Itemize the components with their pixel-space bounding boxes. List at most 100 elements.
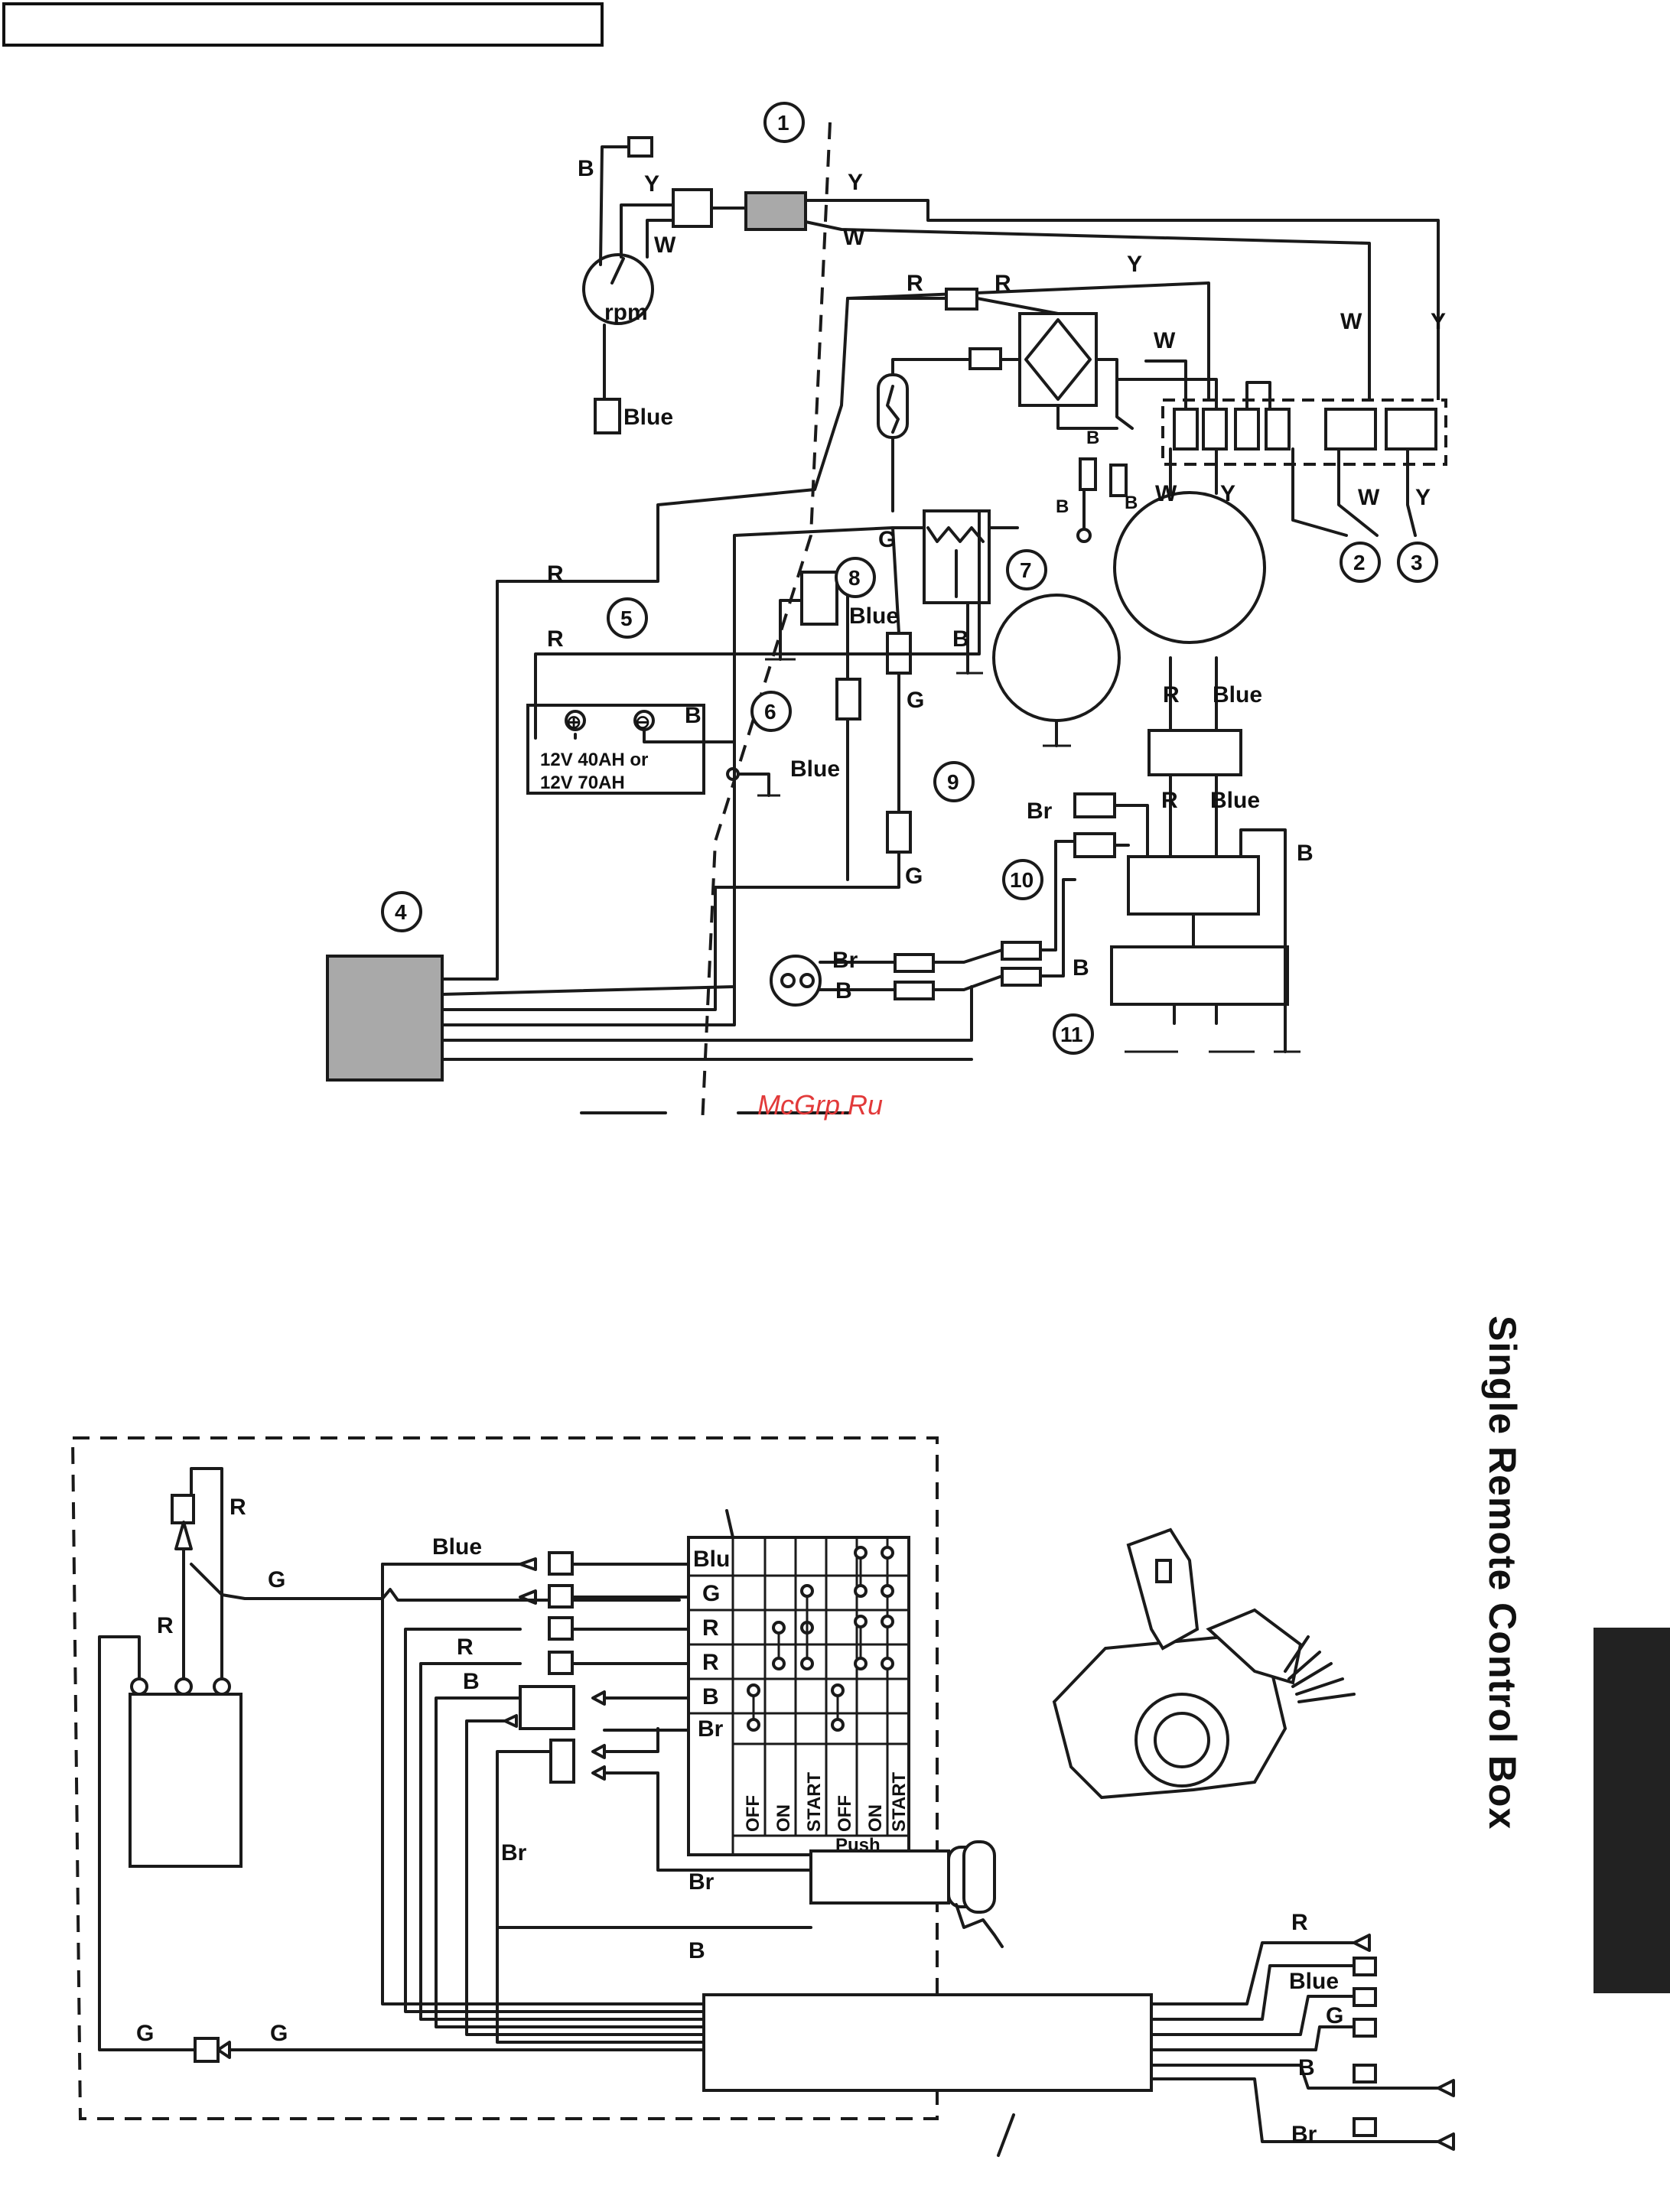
svg-text:G: G [905,864,923,889]
svg-text:B: B [689,1938,705,1963]
callout-8: 8 [848,566,861,590]
svg-text:Y: Y [1431,309,1446,334]
svg-text:B: B [578,156,594,181]
pos-off-2: OFF [835,1795,855,1832]
table-row-br: Br [698,1716,724,1742]
connector-g2 [887,812,910,852]
rpm-label: rpm [604,300,648,325]
svg-text:B: B [1297,841,1314,866]
connector-r-blue [1149,730,1241,775]
svg-text:Br: Br [832,948,858,973]
ground-terminal [629,138,652,156]
svg-text:R: R [1163,682,1180,708]
battery-spec-line1: 12V 40AH or [540,750,648,770]
svg-text:W: W [843,225,865,250]
switch-table: Blu G R R B Br OFF ON START OFF ON START… [689,1511,910,1856]
callout-2: 2 [1353,551,1366,574]
svg-text:B: B [463,1669,480,1694]
svg-text:Blue: Blue [790,756,840,782]
connector-r [946,289,977,309]
svg-text:B: B [1086,428,1099,448]
svg-text:R: R [547,561,564,587]
svg-text:W: W [1155,481,1177,506]
pos-start-1: START [804,1771,825,1832]
svg-text:R: R [157,1613,174,1638]
svg-text:Br: Br [1291,2122,1317,2147]
wire-harness [704,1995,1151,2090]
pos-off-1: OFF [743,1795,763,1832]
svg-text:Blue: Blue [849,603,899,629]
svg-text:R: R [457,1635,474,1660]
svg-text:Y: Y [848,170,863,195]
callout-7: 7 [1020,558,1032,582]
g-connector [195,2038,218,2061]
svg-text:G: G [1326,2003,1343,2028]
svg-text:B: B [1125,493,1138,513]
svg-text:G: G [270,2021,288,2046]
svg-text:W: W [654,233,676,258]
callout-1: 1 [777,111,789,135]
top-wire-labels: B Y W Blue Y W R R Y W W Y B B B W Y W Y… [547,156,1446,1004]
component-8 [802,572,837,624]
bottom-wiring-diagram: Blu G R R B Br OFF ON START OFF ON START… [73,1438,1454,2155]
svg-text:Blue: Blue [623,405,673,430]
svg-text:Y: Y [1127,252,1142,277]
harness-arrow [998,2115,1014,2155]
switch-connectors [505,1553,604,1782]
svg-text:W: W [1358,485,1380,510]
svg-text:G: G [136,2021,154,2046]
svg-text:R: R [230,1495,246,1520]
blue-terminal [595,399,620,433]
svg-text:W: W [1340,309,1362,334]
battery-plus: ⊕ [566,712,581,733]
svg-text:Blue: Blue [1213,682,1262,708]
charge-coil [1115,493,1265,642]
pos-on-1: ON [773,1804,794,1832]
power-unit-b [1112,947,1287,1004]
svg-text:Blue: Blue [432,1534,482,1560]
connector-y-w [673,190,711,226]
neutral-switch [811,1851,949,1903]
callout-10: 10 [1010,868,1034,892]
rectifier-bridge [1020,314,1096,405]
callout-9: 9 [947,770,959,794]
svg-text:B: B [1073,955,1089,981]
fuse-holder [878,375,907,438]
svg-text:Br: Br [1027,799,1053,824]
watermark: McGrp.Ru [757,1089,883,1121]
svg-text:Blue: Blue [1210,788,1260,813]
svg-text:Y: Y [1415,485,1431,510]
pos-on-2: ON [865,1804,886,1832]
svg-text:B: B [1056,496,1069,517]
svg-text:Br: Br [501,1840,527,1866]
table-row-r2: R [702,1650,719,1675]
svg-text:Br: Br [689,1869,715,1895]
callout-4: 4 [395,900,407,924]
br-connector-1 [1075,794,1115,817]
svg-text:R: R [1291,1910,1308,1935]
connector-r2 [970,349,1001,369]
svg-text:B: B [835,978,852,1004]
svg-text:G: G [907,688,924,713]
lighting-coil [994,595,1119,721]
callout-6: 6 [764,700,776,724]
side-tab [1593,1628,1670,1993]
callout-3: 3 [1411,551,1423,574]
battery-minus: ⊖ [635,712,650,733]
svg-text:Blue: Blue [1289,1969,1339,1994]
callouts: 1 2 3 4 5 6 7 8 9 10 11 [383,103,1437,1053]
power-unit-a [1128,857,1258,914]
callout-11: 11 [1060,1023,1083,1046]
svg-text:G: G [878,527,896,552]
top-wiring-diagram: rpm [327,103,1446,1124]
component-4 [327,956,442,1080]
svg-text:B: B [1298,2055,1315,2080]
svg-text:Y: Y [1220,481,1235,506]
svg-text:B: B [952,626,969,652]
switch-body [130,1694,241,1866]
remote-control-box-illustration [1054,1530,1354,1797]
pos-start-2: START [889,1771,910,1832]
svg-text:R: R [995,271,1011,296]
battery-spec-line2: 12V 70AH [540,773,625,793]
svg-text:W: W [1154,328,1176,353]
